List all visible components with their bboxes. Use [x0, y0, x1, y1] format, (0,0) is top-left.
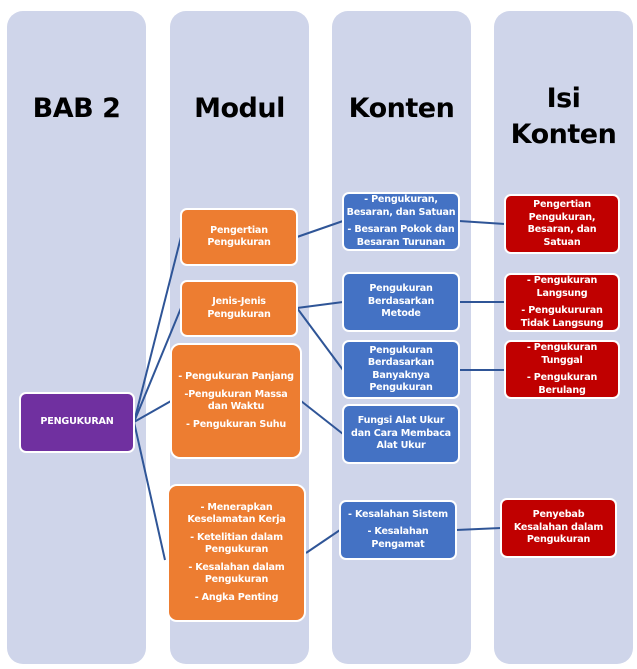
konten-node-text: Alat Ukur	[376, 440, 426, 452]
konten-node-banyaknya[interactable]: Pengukuran Berdasarkan Banyaknya Penguku…	[342, 340, 460, 399]
konten-node-text: dan Cara Membaca	[351, 427, 451, 439]
modul-node-text: Pengertian	[210, 224, 268, 236]
konten-node-alat-ukur[interactable]: Fungsi Alat Ukur dan Cara Membaca Alat U…	[342, 404, 460, 464]
connector-modul4-konten5	[305, 529, 341, 554]
modul-node-besaran-ukur[interactable]: - Pengukuran Panjang -Pengukuran Massa d…	[170, 343, 302, 459]
column-title-modul: Modul	[194, 93, 285, 124]
isi-node-text: Berulang	[538, 384, 586, 396]
column-title-konten: Konten	[348, 93, 455, 124]
column-title-isi-konten-line2: Konten	[510, 119, 617, 150]
bab-topic-label: PENGUKURAN	[40, 416, 114, 428]
konten-node-text: Besaran, dan Satuan	[346, 206, 456, 218]
column-bab: BAB 2	[7, 11, 146, 664]
connector-modul1-konten1	[296, 220, 344, 238]
konten-node-text: Pengamat	[371, 538, 425, 550]
isi-node-text: Pengertian	[533, 199, 591, 210]
isi-node-text: - Pengukuran	[526, 275, 598, 286]
connector-bab-modul1	[133, 236, 182, 423]
konten-node-text: Fungsi Alat Ukur	[357, 415, 445, 427]
konten-node-text: - Kesalahan	[367, 526, 429, 538]
bab-topic-node[interactable]: PENGUKURAN	[19, 392, 135, 453]
konten-node-text: Metode	[381, 308, 421, 320]
isi-node-text: Langsung	[536, 287, 588, 299]
konten-node-metode[interactable]: Pengukuran Berdasarkan Metode	[342, 272, 460, 332]
konten-node-text: Pengukuran	[369, 283, 433, 295]
konten-node-text: Banyaknya	[372, 369, 430, 381]
isi-node-text: - Pengukuran	[526, 372, 598, 383]
isi-node-text: - Pengukuran	[526, 342, 598, 353]
modul-node-text: - Kesalahan dalam	[188, 561, 285, 573]
connector-bab-modul3	[133, 400, 172, 423]
connector-bab-modul4	[133, 421, 166, 561]
isi-node-text: - Pengukururan	[521, 305, 603, 316]
isi-node-pengertian[interactable]: Pengertian Pengukuran, Besaran, dan Satu…	[504, 194, 620, 254]
modul-node-jenis[interactable]: Jenis-Jenis Pengukuran	[180, 280, 298, 337]
modul-node-text: - Pengukuran Panjang	[178, 371, 294, 382]
connector-konten1-isi1	[458, 220, 506, 225]
konten-node-text: Pengukuran	[369, 382, 433, 393]
isi-node-tunggal[interactable]: - Pengukuran Tunggal - Pengukuran Berula…	[504, 340, 620, 399]
isi-node-text: Kesalahan dalam	[513, 521, 604, 533]
modul-node-keselamatan[interactable]: - Menerapkan Keselamatan Kerja - Ketelit…	[167, 484, 306, 622]
connector-modul2-konten2	[296, 301, 344, 309]
isi-node-text: Penyebab	[532, 509, 585, 521]
isi-node-text: Besaran, dan Satuan	[527, 224, 597, 248]
modul-node-text: Pengukuran	[207, 308, 271, 320]
connector-bab-modul2	[133, 307, 182, 423]
konten-node-kesalahan[interactable]: - Kesalahan Sistem - Kesalahan Pengamat	[339, 500, 457, 560]
konten-node-besaran-satuan[interactable]: - Pengukuran, Besaran, dan Satuan - Besa…	[342, 192, 460, 251]
connector-modul2-konten3	[296, 307, 344, 371]
modul-node-text: Keselamatan Kerja	[187, 514, 286, 526]
konten-node-text: Pengukuran	[369, 344, 433, 356]
column-title-bab: BAB 2	[32, 93, 121, 124]
isi-node-text: Tunggal	[541, 354, 583, 366]
modul-node-text: dan Waktu	[207, 401, 265, 412]
connector-konten5-isi4	[455, 527, 502, 531]
konten-node-text: Berdasarkan	[367, 295, 435, 307]
modul-node-text: - Pengukuran Suhu	[186, 418, 286, 430]
modul-node-pengertian[interactable]: Pengertian Pengukuran	[180, 208, 298, 266]
konten-node-text: - Besaran Pokok dan	[347, 224, 455, 235]
modul-node-text: Pengukuran	[207, 237, 271, 248]
modul-node-text: Jenis-Jenis	[212, 296, 266, 307]
modul-node-text: -Pengukuran Massa	[184, 388, 288, 400]
isi-node-text: Pengukuran	[526, 534, 591, 546]
modul-node-text: Pengukuran	[204, 574, 269, 586]
modul-node-text: - Angka Penting	[194, 591, 279, 603]
isi-node-text: Tidak Langsung	[520, 317, 604, 329]
konten-node-text: - Kesalahan Sistem	[348, 508, 448, 520]
connector-modul3-konten4	[300, 400, 344, 435]
konten-node-text: Besaran Turunan	[356, 236, 446, 248]
konten-node-text: - Pengukuran,	[364, 194, 438, 205]
modul-node-text: - Ketelitian dalam	[190, 531, 283, 543]
isi-node-langsung[interactable]: - Pengukuran Langsung - Pengukururan Tid…	[504, 273, 620, 332]
isi-node-penyebab-kesalahan[interactable]: Penyebab Kesalahan dalam Pengukuran	[500, 498, 617, 558]
isi-node-text: Pengukuran,	[528, 211, 596, 223]
column-title-isi-konten-line1: Isi	[546, 83, 581, 114]
modul-node-text: - Menerapkan	[200, 501, 273, 513]
konten-node-text: Berdasarkan	[367, 357, 435, 368]
modul-node-text: Pengukuran	[204, 544, 269, 556]
